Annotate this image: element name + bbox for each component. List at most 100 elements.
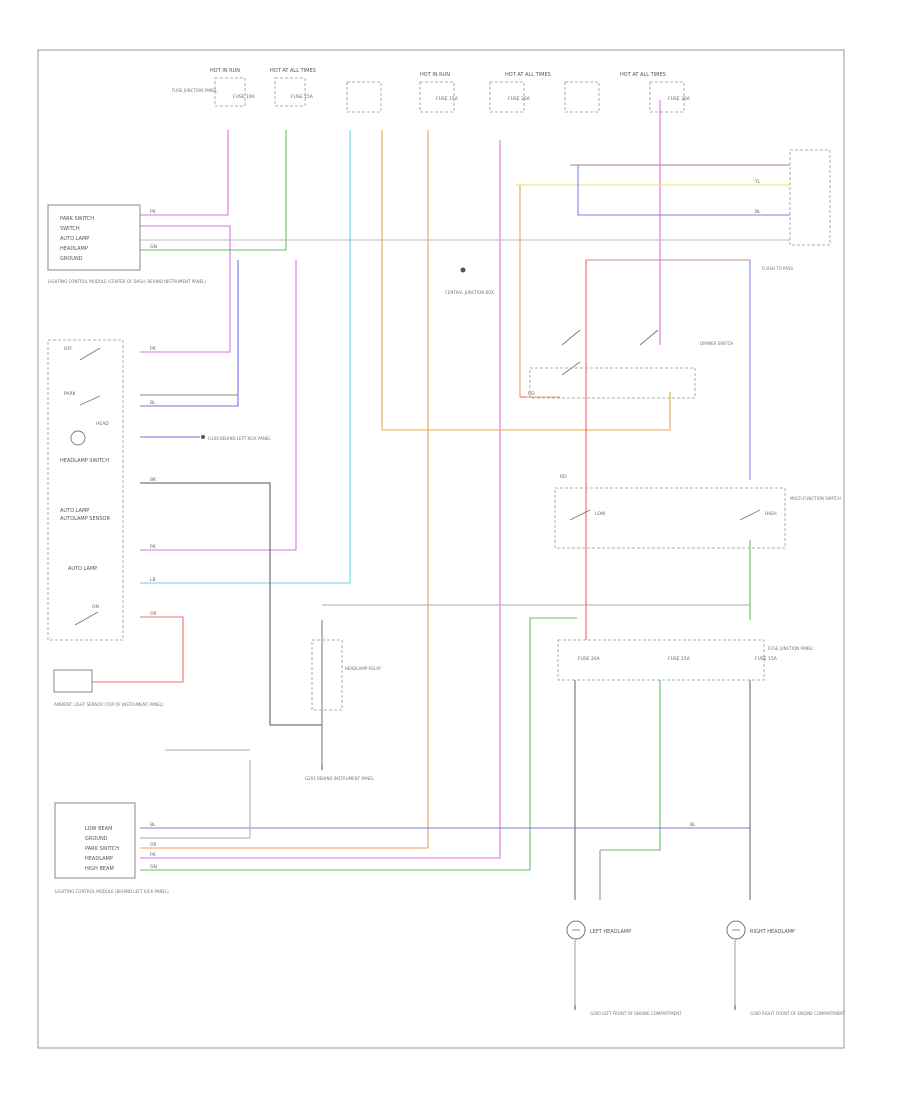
wc-lb-1: LB <box>150 577 156 583</box>
wc-yl-1: YL <box>754 179 761 185</box>
fuse-2-rating: FUSE 15A <box>291 94 314 100</box>
wc-rd-2: RD <box>560 474 567 480</box>
wc-bl-4: BL <box>690 822 696 828</box>
wc-bk-1: BK <box>150 477 157 483</box>
multifunction-switch-box <box>554 487 786 549</box>
autolamp-sensor-label: AUTOLAMP SENSOR <box>60 516 110 522</box>
lcm-lower-label: LIGHTING CONTROL MODULE (BEHIND LEFT KIC… <box>55 889 169 894</box>
right-connector-box <box>789 149 831 246</box>
lcm-lower-pin-2: GROUND <box>85 836 108 842</box>
fj-fuse-2: FUSE 15A <box>668 656 691 662</box>
wc-bl-1: BL <box>150 400 156 406</box>
fuse-box-5 <box>489 81 525 113</box>
wc-bl-2: BL <box>150 822 156 828</box>
wc-bl-3: BL <box>755 209 761 215</box>
fuse-4-rating: FUSE 20A <box>508 96 531 102</box>
fj-fuse-1: FUSE 20A <box>578 656 601 662</box>
lcm-upper-pin-5: GROUND <box>60 256 83 262</box>
wires-orange <box>140 130 671 849</box>
dimmer-switch-contacts <box>561 329 659 376</box>
mf-pos-low: LOW <box>595 511 606 517</box>
diagram-frame <box>37 49 845 1049</box>
ambient-sensor-box <box>53 669 93 693</box>
wc-rd-1: RD <box>528 391 535 397</box>
dimmer-switch-label: DIMMER SWITCH <box>700 341 733 346</box>
lh-headlamp <box>566 920 586 940</box>
multifunction-contacts <box>569 509 761 521</box>
rh-headlamp <box>726 920 746 940</box>
fuse-1-hot: HOT IN RUN <box>210 68 240 74</box>
g100-dot <box>201 435 205 439</box>
lcm-upper-label: LIGHTING CONTROL MODULE (CENTER OF DASH,… <box>48 279 206 284</box>
lcm-upper-pin-4: HEADLAMP <box>60 246 88 252</box>
fuse-box-6 <box>564 81 600 113</box>
lcm-lower-pin-3: PARK SWITCH <box>85 846 119 852</box>
fuse-box-3 <box>346 81 382 113</box>
sw-pos-park: PARK <box>64 391 77 397</box>
dimmer-switch-box <box>529 367 696 399</box>
lcm-upper-pin-3: AUTO LAMP <box>60 236 89 242</box>
fuse-2-hot: HOT AT ALL TIMES <box>270 68 316 74</box>
lcm-upper-pin-2: SWITCH <box>60 226 80 232</box>
fuse-box-2 <box>274 77 306 107</box>
central-junction-label: CENTRAL JUNCTION BOX <box>445 290 494 295</box>
auto-lamp-label: AUTO LAMP <box>60 508 89 514</box>
wc-or-1: OR <box>150 611 157 617</box>
lcm-lower-pin-4: HEADLAMP <box>85 856 113 862</box>
fuse-5-hot: HOT AT ALL TIMES <box>620 72 666 78</box>
lcm-upper-pin-1: PARK SWITCH <box>60 216 94 222</box>
lh-headlamp-label: LEFT HEADLAMP <box>590 929 631 935</box>
wires-brown <box>140 164 790 396</box>
wc-pk-1: PK <box>150 209 157 215</box>
wires-cyan <box>140 130 351 584</box>
g300-label: G300 RIGHT FRONT OF ENGINE COMPARTMENT <box>750 1011 845 1016</box>
fuse-box-1 <box>214 77 246 107</box>
g200-label: G200 LEFT FRONT OF ENGINE COMPARTMENT <box>590 1011 682 1016</box>
fuse-1-rating: FUSE 10A <box>233 94 256 100</box>
wc-pk-2: PK <box>150 346 157 352</box>
sw-pos-on: ON <box>92 604 99 610</box>
fuse-group-top <box>214 77 685 113</box>
headlamp-relay-label: HEADLAMP RELAY <box>345 666 382 671</box>
wc-or-2: OR <box>150 842 157 848</box>
lcm-lower-box <box>54 802 136 879</box>
junction-dot <box>460 267 466 273</box>
flash-to-pass-label: FLASH TO PASS <box>762 266 793 271</box>
sw-pos-head: HEAD <box>96 421 109 427</box>
mf-pos-high: HIGH <box>765 511 777 517</box>
headlamp-relay-box <box>311 639 343 711</box>
wires-blue <box>140 165 790 829</box>
auto-lamp-label-2: AUTO LAMP <box>68 566 97 572</box>
wc-gn-1: GN <box>150 244 157 250</box>
wires-green <box>140 130 751 871</box>
wc-pk-4: PK <box>150 852 157 858</box>
fuse-3-rating: FUSE 15A <box>436 96 459 102</box>
rh-headlamp-label: RIGHT HEADLAMP <box>750 929 795 935</box>
lcm-lower-pin-5: HIGH BEAM <box>85 866 114 872</box>
wc-gn-2: GN <box>150 864 157 870</box>
fuse-5-rating: FUSE 30A <box>668 96 691 102</box>
fuse-junction-box <box>557 639 765 681</box>
headlamp-switch-contacts <box>70 347 101 626</box>
wc-pk-3: PK <box>150 544 157 550</box>
headlamp-switch-label: HEADLAMP SWITCH <box>60 458 109 464</box>
g100-label: G100 BEHIND LEFT KICK PANEL <box>208 436 271 441</box>
fuse-box-7 <box>649 81 685 113</box>
multifunction-label: MULTI-FUNCTION SWITCH <box>790 496 841 501</box>
fuse-4-hot: HOT AT ALL TIMES <box>505 72 551 78</box>
wires-red <box>92 260 587 683</box>
fuse-3-hot: HOT IN RUN <box>420 72 450 78</box>
fj-fuse-3: FUSE 15A <box>755 656 778 662</box>
ambient-sensor-label: AMBIENT LIGHT SENSOR (TOP OF INSTRUMENT … <box>54 702 164 707</box>
sw-pos-off: OFF <box>64 346 73 352</box>
fuse-junction-label: FUSE JUNCTION PANEL <box>768 646 814 651</box>
wires-pink <box>140 100 661 859</box>
wires-black <box>140 239 790 1005</box>
lcm-upper-box <box>47 204 141 271</box>
g201-label: G201 BEHIND INSTRUMENT PANEL <box>305 776 375 781</box>
fuse-1-loc: FUSE JUNCTION PANEL <box>172 88 218 93</box>
headlamp-switch-box <box>47 339 124 641</box>
lcm-lower-pin-1: LOW BEAM <box>85 826 112 832</box>
